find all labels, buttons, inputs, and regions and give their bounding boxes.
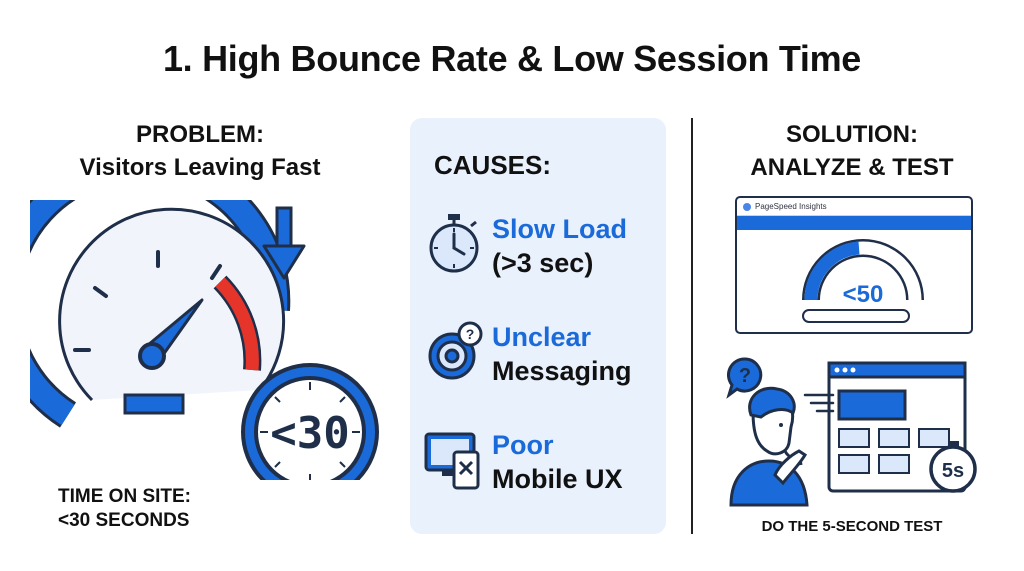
solution-heading: SOLUTION: ANALYZE & TEST [712, 118, 992, 184]
section-divider [691, 118, 693, 534]
pagespeed-nav-bar [737, 216, 971, 230]
pagespeed-title: PageSpeed Insights [755, 202, 827, 211]
solution-heading-line2: ANALYZE & TEST [750, 154, 954, 181]
cause-label: Unclear [492, 322, 592, 352]
cause-detail: Mobile UX [492, 464, 623, 494]
target-question-icon: ? [428, 321, 483, 380]
solution-heading-line1: SOLUTION: [786, 121, 918, 148]
down-arrow-icon [262, 206, 306, 280]
time-on-site-label: TIME ON SITE: <30 SECONDS [58, 485, 191, 533]
mobile-error-icon [424, 432, 480, 490]
svg-text:?: ? [466, 326, 475, 342]
pagespeed-score-gauge: <50 [802, 239, 924, 323]
five-second-test-illustration: ? 5s [726, 357, 977, 507]
timer-icon: <30 [241, 363, 379, 480]
speedometer-icon: <30 [30, 200, 379, 480]
time-label-line1: TIME ON SITE: [58, 486, 191, 507]
pagespeed-score: <50 [843, 281, 884, 308]
svg-text:?: ? [739, 365, 751, 387]
pagespeed-card: PageSpeed Insights <50 [735, 196, 973, 334]
time-label-line2: <30 SECONDS [58, 510, 190, 531]
thinking-person-icon [729, 386, 809, 507]
timer-badge-text: 5s [942, 460, 964, 482]
cause-detail: (>3 sec) [492, 248, 594, 278]
causes-title: CAUSES: [434, 150, 552, 180]
pagespeed-logo-icon [743, 202, 751, 211]
cause-label: Poor [492, 430, 554, 460]
page-title: 1. High Bounce Rate & Low Session Time [162, 38, 862, 79]
question-bubble-icon: ? [726, 357, 763, 399]
stopwatch-icon [429, 214, 479, 273]
five-second-timer-icon: 5s [929, 441, 977, 493]
five-second-test-label: DO THE 5-SECOND TEST [761, 518, 943, 535]
cause-label: Slow Load [492, 214, 627, 244]
timer-value: <30 [270, 408, 349, 459]
problem-heading-line2: Visitors Leaving Fast [79, 154, 321, 181]
problem-heading: PROBLEM: Visitors Leaving Fast [30, 118, 370, 184]
cause-detail: Messaging [492, 356, 632, 386]
problem-heading-line1: PROBLEM: [136, 121, 264, 148]
pagespeed-titlebar: PageSpeed Insights [737, 198, 971, 216]
